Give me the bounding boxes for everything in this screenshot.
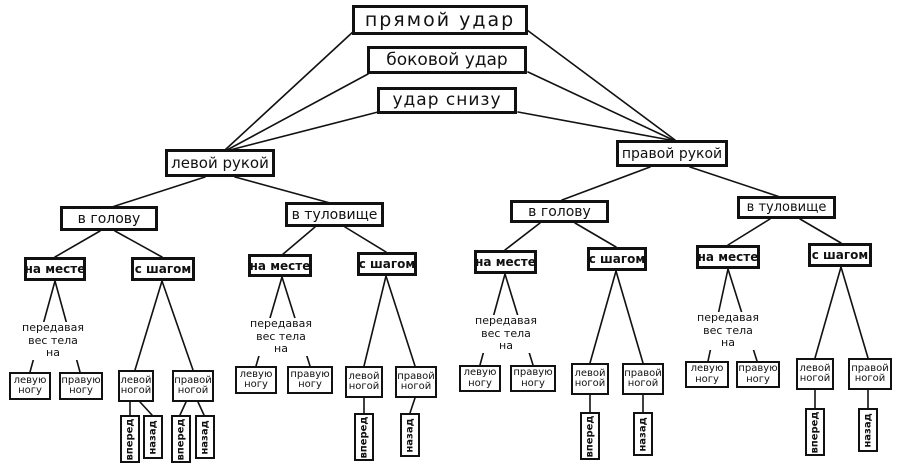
left-body-node: в туловище (285, 202, 384, 227)
forward-box: вперед (354, 413, 374, 461)
forward-box: вперед (805, 408, 825, 456)
forward-box: вперед (120, 415, 140, 463)
left-hand-node: левой рукой (165, 149, 275, 177)
punch-upper: удар снизу (377, 87, 517, 114)
back-box: назад (143, 415, 163, 459)
left-head-in-place: на месте (24, 257, 86, 281)
punch-side: боковой удар (367, 46, 527, 74)
back-box: назад (195, 415, 215, 459)
back-box: назад (633, 412, 653, 456)
left-head-with-step: с шагом (131, 257, 195, 281)
forward-box: вперед (171, 415, 191, 463)
right-body-with-step: с шагом (808, 243, 872, 267)
back-box: назад (858, 408, 878, 452)
right-body-in-place: на месте (696, 245, 760, 269)
punch-straight: прямой удар (352, 5, 528, 35)
right-head-in-place: на месте (474, 250, 537, 274)
left-body-with-step: с шагом (357, 252, 417, 276)
right-head-node: в голову (510, 200, 609, 223)
back-box: назад (400, 413, 420, 457)
left-head-node: в голову (60, 206, 158, 231)
left-body-in-place: на месте (248, 254, 312, 277)
right-head-with-step: с шагом (587, 247, 647, 271)
right-hand-node: правой рукой (616, 140, 728, 167)
right-body-node: в туловище (737, 196, 836, 219)
forward-box: вперед (580, 412, 600, 460)
